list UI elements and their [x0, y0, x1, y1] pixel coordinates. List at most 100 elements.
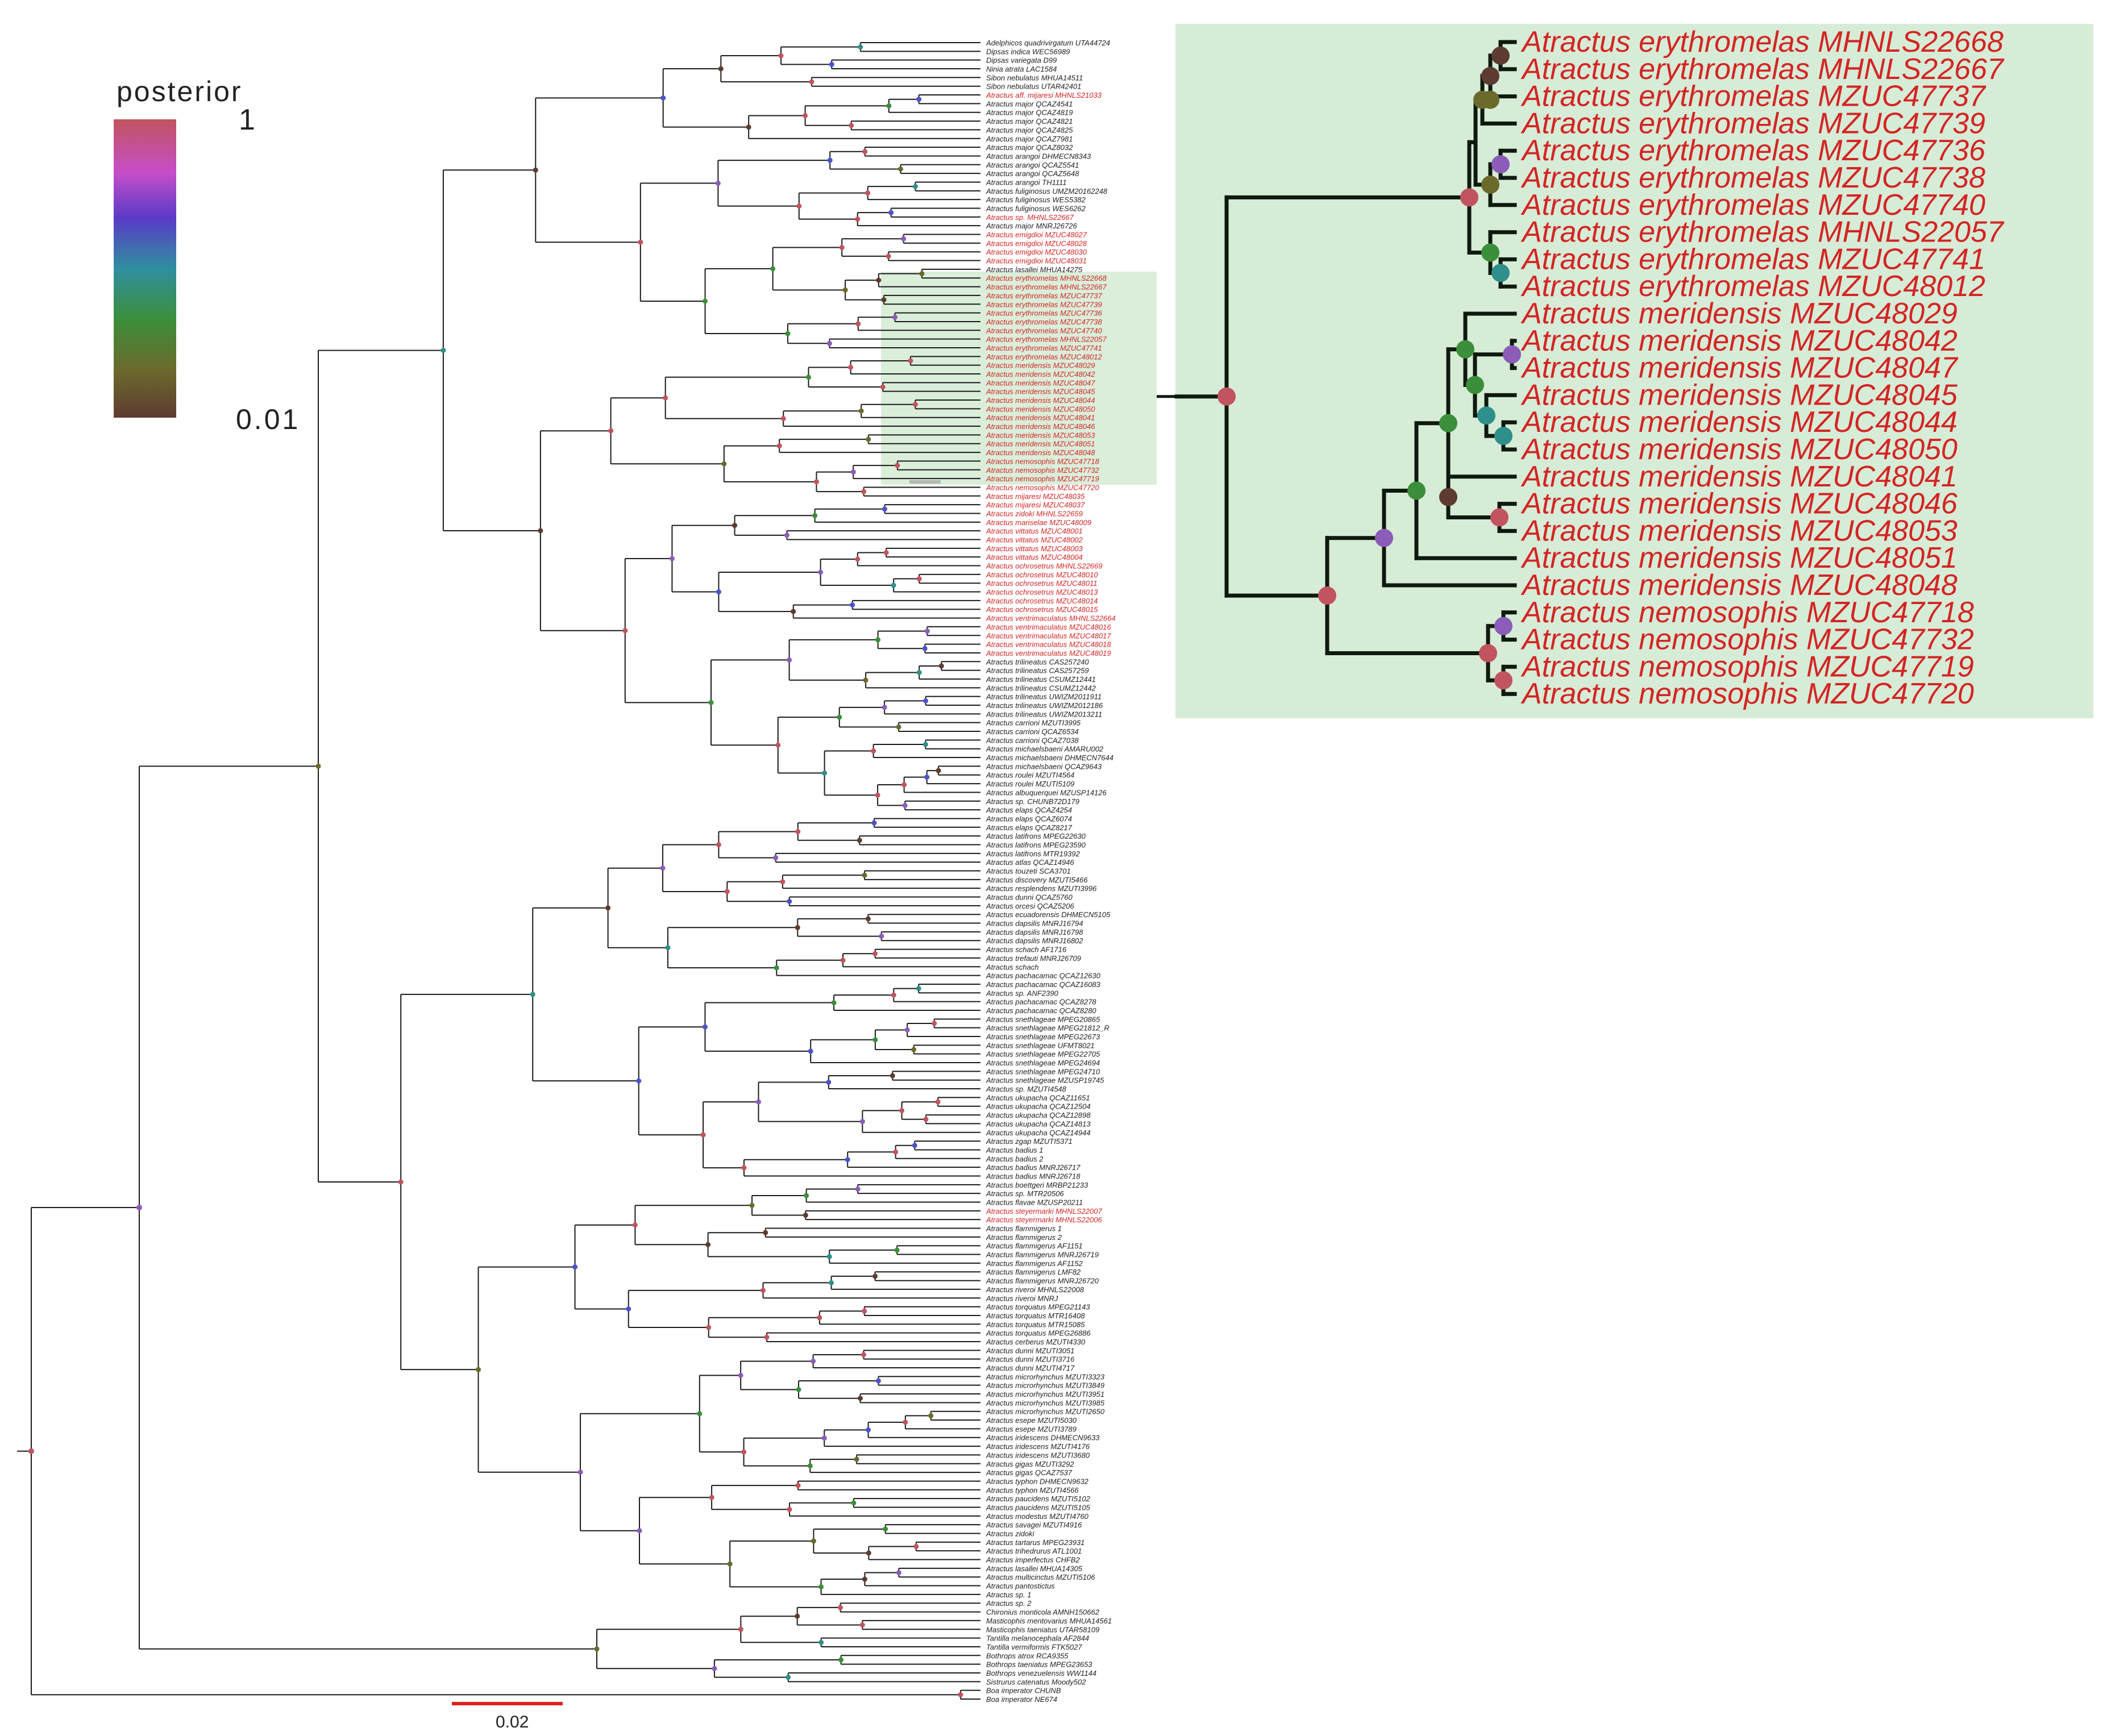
- zoom-node: [1481, 66, 1499, 85]
- tree-leaf-label: Sibon nebulatus UTAR42401: [986, 82, 1081, 91]
- tree-leaf-label: Atractus snethlageae MPEG21812_R: [986, 1024, 1109, 1033]
- tree-node: [787, 657, 792, 663]
- tree-leaf-label: Atractus elaps QCAZ8217: [986, 823, 1073, 832]
- zoom-node: [1481, 243, 1499, 262]
- tree-node: [886, 253, 891, 259]
- tree-leaf-label: Atractus meridensis MZUC48042: [986, 370, 1095, 378]
- tree-leaf-label: Atractus typhon MZUTI4566: [986, 1486, 1079, 1494]
- tree-leaf-label: Atractus lasallei MHUA14305: [986, 1564, 1083, 1573]
- tree-node: [866, 1427, 871, 1433]
- tree-node: [784, 532, 789, 538]
- legend-color-bar: [114, 119, 176, 418]
- tree-node: [732, 523, 738, 528]
- tree-node: [741, 1165, 747, 1171]
- tree-node: [913, 1544, 919, 1550]
- tree-node: [932, 1021, 937, 1026]
- tree-leaf-label: Atractus emigdioi MZUC48030: [986, 248, 1087, 256]
- tree-node: [812, 513, 818, 518]
- tree-node: [811, 1358, 816, 1364]
- zoom-node: [1460, 188, 1478, 207]
- tree-leaf-label: Atractus discovery MZUTI5466: [986, 876, 1088, 884]
- tree-leaf-label: Atractus latifrons MPEG22630: [986, 832, 1086, 840]
- tree-node: [890, 1073, 895, 1079]
- tree-leaf-label: Atractus zidoki MHNLS22659: [986, 509, 1083, 518]
- tree-node: [829, 61, 834, 67]
- tree-leaf-label: Atractus meridensis MZUC48045: [986, 388, 1095, 396]
- tree-leaf-label: Atractus paucidens MZUTI5105: [986, 1503, 1091, 1512]
- tree-node: [891, 582, 896, 588]
- tree-leaf-label: Atractus zgap MZUTI5371: [986, 1137, 1073, 1146]
- tree-node: [904, 1027, 910, 1033]
- tree-leaf-label: Atractus meridensis MZUC48050: [986, 405, 1095, 413]
- tree-node: [902, 802, 908, 808]
- tree-leaf-label: Atractus iridescens MZUTI3680: [986, 1451, 1090, 1459]
- tree-leaf-label: Atractus ukupacha QCAZ12504: [986, 1102, 1091, 1111]
- tree-node: [882, 705, 887, 710]
- tree-leaf-label: Atractus fuliginosus UMZM20162248: [986, 187, 1108, 195]
- tree-leaf-label: Atractus trihedrurus ATL1001: [986, 1547, 1082, 1555]
- tree-leaf-label: Atractus erythromelas MZUC47738: [986, 318, 1103, 326]
- tree-node: [881, 297, 887, 303]
- tree-node: [826, 1080, 832, 1085]
- tree-leaf-label: Atractus ochrosetrus MZUC48013: [986, 588, 1098, 597]
- tree-node: [775, 742, 781, 748]
- tree-node: [872, 1273, 878, 1279]
- tree-leaf-label: Atractus michaelsbaeni DHMECN7644: [986, 753, 1113, 762]
- tree-node: [787, 898, 792, 904]
- tree-leaf-label: Atractus meridensis MZUC48046: [986, 422, 1095, 431]
- tree-node: [724, 889, 730, 894]
- tree-node: [763, 1230, 768, 1235]
- tree-leaf-label: Adelphicos quadrivirgatum UTA44724: [986, 39, 1110, 47]
- tree-node: [871, 820, 877, 826]
- zoom-node: [1439, 488, 1457, 506]
- tree-leaf-label: Atractus microrhynchus MZUTI3951: [986, 1390, 1104, 1398]
- tree-leaf-label: Bothrops venezuelensis WW1144: [986, 1669, 1096, 1677]
- tree-leaf-label: Atractus vittatus MZUC48001: [986, 527, 1083, 535]
- main-tree-nodes: [28, 44, 963, 1697]
- tree-leaf-label: Atractus flavae MZUSP20211: [986, 1198, 1083, 1207]
- tree-node: [778, 53, 784, 59]
- tree-leaf-label: Atractus dunni QCAZ5760: [986, 893, 1073, 902]
- tree-leaf-label: Atractus ochrosetrus MZUC48014: [986, 597, 1098, 605]
- zoom-leaf-label: Atractus erythromelas MHNLS22668: [1520, 26, 2004, 59]
- tree-node: [872, 1037, 878, 1043]
- tree-leaf-label: Atractus carrioni QCAZ6534: [986, 727, 1079, 736]
- tree-leaf-label: Atractus snethlageae MPEG24694: [986, 1059, 1100, 1067]
- tree-leaf-label: Atractus badius 1: [986, 1146, 1043, 1154]
- tree-leaf-label: Atractus torquatus MPEG21143: [986, 1303, 1090, 1312]
- tree-leaf-label: Atractus esepe MZUTI3789: [986, 1425, 1077, 1433]
- tree-node: [894, 1247, 900, 1253]
- tree-leaf-label: Bothrops taeniatus MPEG23653: [986, 1660, 1092, 1669]
- tree-node: [608, 428, 614, 434]
- tree-leaf-label: Atractus michaelsbaeni AMARU002: [986, 745, 1104, 753]
- tree-node: [817, 1315, 822, 1321]
- tree-leaf-label: Atractus erythromelas MHNLS22667: [986, 283, 1107, 292]
- tree-node: [899, 1108, 905, 1113]
- zoom-node: [1217, 387, 1236, 406]
- zoom-node: [1494, 617, 1512, 635]
- tree-leaf-label: Atractus emigdioi MZUC48031: [986, 257, 1087, 265]
- tree-node: [916, 576, 922, 582]
- tree-node: [708, 700, 714, 705]
- tree-leaf-label: Atractus trilineatus UWIZM2012186: [986, 701, 1103, 710]
- tree-node: [875, 1378, 881, 1384]
- tree-node: [826, 1254, 832, 1259]
- zoom-leaf-label: Atractus erythromelas MZUC47741: [1520, 243, 1985, 276]
- tree-leaf-label: Atractus meridensis MZUC48053: [986, 431, 1095, 439]
- tree-leaf-label: Atractus trilineatus UWIZM2011911: [986, 693, 1102, 701]
- tree-leaf-label: Atractus flammigerus 1: [986, 1225, 1062, 1233]
- tree-node: [663, 395, 668, 401]
- tree-leaf-label: Dipsas variegata D99: [986, 56, 1057, 65]
- tree-node: [706, 1325, 712, 1330]
- zoom-leaf-label: Atractus erythromelas MZUC47737: [1520, 80, 1987, 113]
- tree-node: [136, 1205, 142, 1211]
- tree-leaf-label: Atractus trilineatus CAS257259: [986, 667, 1089, 675]
- tree-node: [533, 167, 538, 173]
- tree-leaf-label: Atractus dunni MZUTI4717: [986, 1364, 1075, 1372]
- tree-leaf-label: Ninia atrata LAC1584: [986, 65, 1057, 73]
- tree-leaf-label: Atractus nemosophis MZUC47718: [986, 457, 1099, 465]
- tree-leaf-label: Atractus sp. CHUNB72D179: [986, 797, 1079, 806]
- zoom-leaf-label: Atractus erythromelas MZUC47740: [1520, 189, 1985, 222]
- tree-node: [803, 1213, 808, 1218]
- tree-leaf-label: Atractus snethlageae MPEG24710: [986, 1067, 1100, 1076]
